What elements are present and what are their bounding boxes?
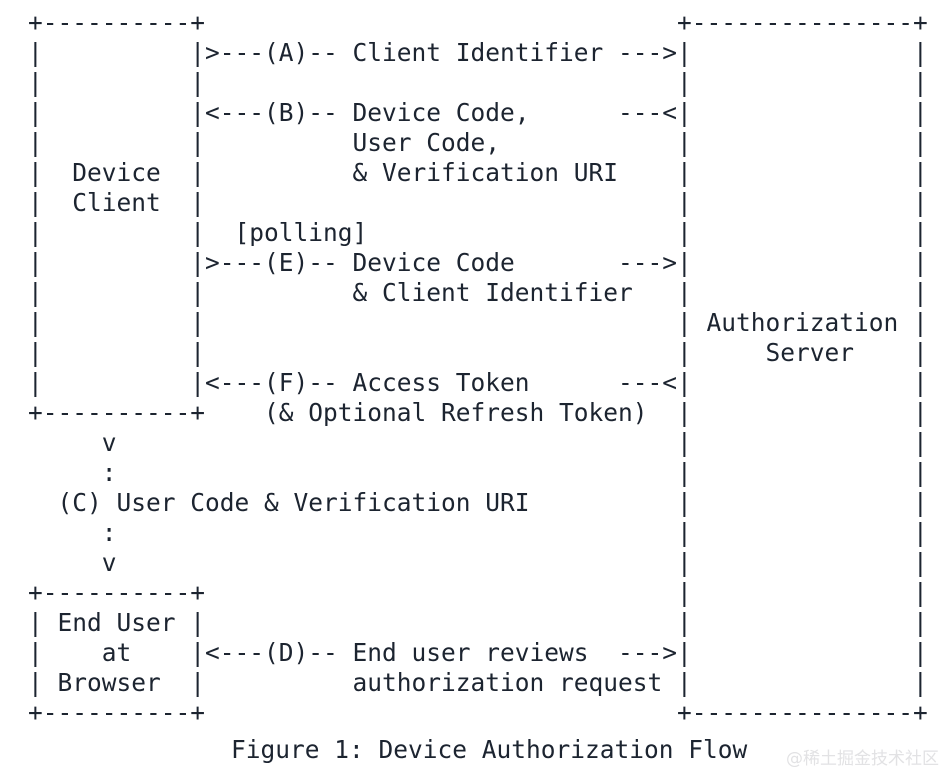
ascii-flow-art: +----------+ +---------------+ | |>---(A… — [28, 8, 928, 727]
watermark-label: @稀土掘金技术社区 — [786, 749, 939, 769]
figure-caption: Figure 1: Device Authorization Flow — [231, 735, 748, 764]
